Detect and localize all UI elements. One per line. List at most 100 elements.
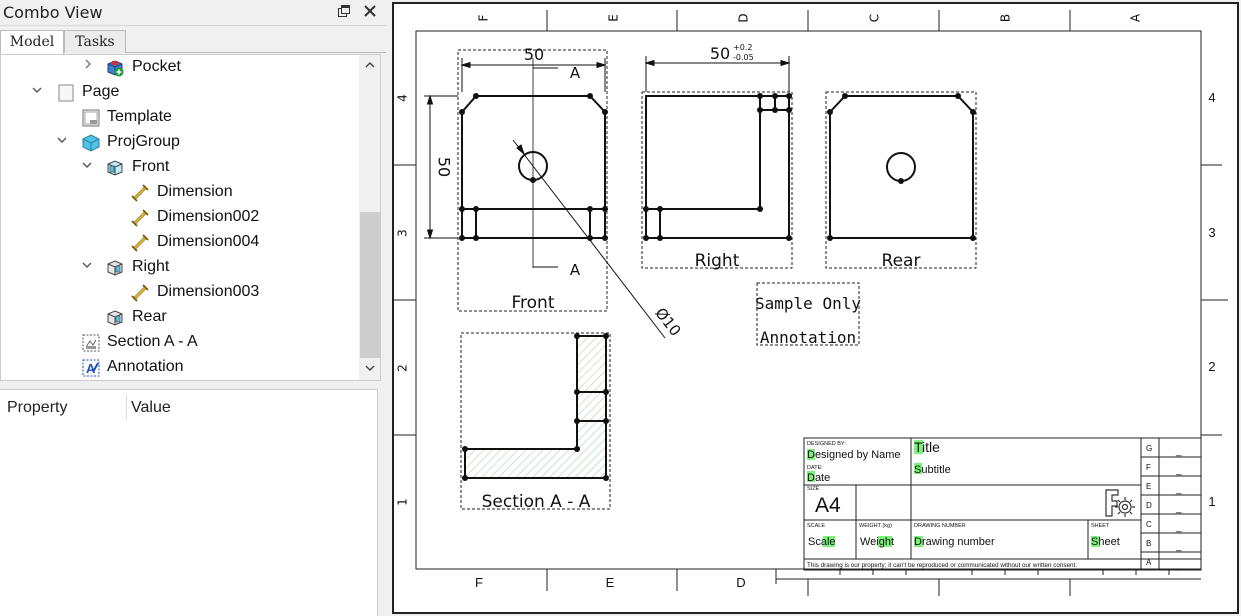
annotation-line-1: Sample Only xyxy=(755,294,861,313)
revision-value[interactable]: _ xyxy=(1175,465,1182,476)
revision-value[interactable]: _ xyxy=(1175,503,1182,514)
rear-view-geometry xyxy=(829,95,974,239)
column-markers-top xyxy=(546,10,1071,31)
drawing-page[interactable]: F E D C B A xyxy=(392,2,1239,614)
hole-diameter-dimension[interactable] xyxy=(512,139,666,339)
combo-view-panel: Combo View Model Tasks Pocket xyxy=(0,0,386,616)
tree-item-projgroup[interactable]: ProjGroup xyxy=(1,130,359,155)
chevron-down-icon[interactable] xyxy=(80,257,94,277)
rear-view-frame xyxy=(825,91,977,269)
front-width-dimension[interactable] xyxy=(460,58,607,92)
column-divider[interactable] xyxy=(126,394,127,420)
property-column-header[interactable]: Property xyxy=(7,399,68,416)
row-label: 3 xyxy=(1208,225,1215,240)
page-icon xyxy=(56,83,75,102)
front-view-vertices xyxy=(459,93,608,241)
column-label: E xyxy=(607,14,621,22)
chevron-down-icon[interactable] xyxy=(80,157,94,177)
tree-item-section-a-a[interactable]: Section A - A xyxy=(1,330,359,355)
tree-item-label: Template xyxy=(107,108,172,125)
revision-value[interactable]: _ xyxy=(1175,522,1182,533)
row-markers-left xyxy=(394,164,416,436)
close-icon[interactable] xyxy=(362,4,378,20)
revision-letter: A xyxy=(1146,558,1152,567)
title-field[interactable]: Title xyxy=(914,439,940,455)
sheet-field[interactable]: Sheet xyxy=(1091,536,1120,548)
right-view[interactable]: 50 +0.2 -0.05 Right xyxy=(641,43,793,271)
size-caption: SIZE xyxy=(807,486,820,492)
revision-letter: B xyxy=(1146,539,1151,548)
tolerance-upper: +0.2 xyxy=(733,43,752,52)
tree-scrollbar[interactable] xyxy=(359,55,380,380)
weight-field[interactable]: Weight xyxy=(860,536,894,548)
float-icon[interactable] xyxy=(336,4,352,20)
revision-value[interactable]: _ xyxy=(1175,446,1182,457)
tree-item-pocket[interactable]: Pocket xyxy=(1,55,359,80)
date-caption: DATE: xyxy=(807,465,823,471)
tree-item-label: Front xyxy=(132,158,170,175)
view-icon xyxy=(105,258,124,277)
column-label: C xyxy=(868,14,882,22)
svg-text:A: A xyxy=(86,361,96,376)
tree-item-template[interactable]: Template xyxy=(1,105,359,130)
section-icon xyxy=(81,333,100,352)
tree-item-label: Dimension004 xyxy=(157,233,260,250)
scrollbar-thumb[interactable] xyxy=(360,212,380,358)
sheet-caption: SHEET xyxy=(1091,523,1110,529)
right-width-dimension[interactable] xyxy=(644,56,791,92)
value-column-header[interactable]: Value xyxy=(131,399,171,416)
section-view[interactable]: Section A - A xyxy=(460,332,611,512)
chevron-right-icon[interactable] xyxy=(81,57,95,77)
subtitle-field[interactable]: Subtitle xyxy=(914,464,951,476)
row-label: 1 xyxy=(1208,494,1215,509)
tree-item-label: Dimension003 xyxy=(157,283,260,300)
tree-item-dimension[interactable]: Dimension xyxy=(1,180,359,205)
chevron-down-icon[interactable] xyxy=(55,132,69,152)
size-field[interactable]: A4 xyxy=(815,494,841,517)
drawing-canvas[interactable]: F E D C B A xyxy=(394,4,1237,612)
title-block[interactable]: DESIGNED BY: DATE: SIZE SCALE WEIGHT (kg… xyxy=(803,437,1202,571)
dimension-icon xyxy=(130,208,149,227)
tree-item-annotation[interactable]: A Annotation xyxy=(1,355,359,380)
revision-value[interactable]: _ xyxy=(1175,541,1182,552)
front-view-label: Front xyxy=(512,293,555,313)
tree-item-label: Page xyxy=(82,83,120,100)
row-label: 3 xyxy=(396,229,410,237)
column-label: A xyxy=(1129,13,1143,22)
revision-value[interactable]: _ xyxy=(1175,484,1182,495)
section-hatch xyxy=(465,336,606,478)
right-width-dimension-text: 50 xyxy=(710,44,730,63)
rear-view[interactable]: Rear xyxy=(825,91,977,271)
designed-by-field[interactable]: Designed by Name xyxy=(807,449,901,461)
annotation-block[interactable]: Sample Only Annotation xyxy=(755,282,861,347)
front-height-dimension-text: 50 xyxy=(435,157,454,177)
scroll-down-icon[interactable] xyxy=(359,358,380,380)
tab-model[interactable]: Model xyxy=(0,30,64,54)
date-field[interactable]: Date xyxy=(807,472,830,484)
dimension-icon xyxy=(130,233,149,252)
tree-item-label: Section A - A xyxy=(107,333,198,350)
tree-item-rear[interactable]: Rear xyxy=(1,305,359,330)
tree-item-right[interactable]: Right xyxy=(1,255,359,280)
tree-item-label: ProjGroup xyxy=(107,133,180,150)
tree-item-front[interactable]: Front xyxy=(1,155,359,180)
drawing-number-field[interactable]: Drawing number xyxy=(914,536,995,548)
row-label: 4 xyxy=(396,94,410,102)
tab-tasks[interactable]: Tasks xyxy=(64,30,126,53)
pocket-icon xyxy=(105,58,124,77)
scroll-up-icon[interactable] xyxy=(359,55,380,77)
row-label: 2 xyxy=(1208,359,1215,374)
revision-value[interactable]: _ xyxy=(1175,560,1182,571)
tree-item-dimension003[interactable]: Dimension003 xyxy=(1,280,359,305)
tree-item-page[interactable]: Page xyxy=(1,80,359,105)
front-height-dimension[interactable] xyxy=(424,94,458,240)
annotation-icon: A xyxy=(81,358,100,377)
scale-field[interactable]: Scale xyxy=(808,536,836,548)
combo-tabs: Model Tasks xyxy=(0,28,386,54)
revision-grid xyxy=(1141,456,1201,553)
drawing-number-caption: DRAWING NUMBER xyxy=(914,523,966,529)
right-view-geometry xyxy=(645,95,790,239)
chevron-down-icon[interactable] xyxy=(30,82,44,102)
tree-item-dimension004[interactable]: Dimension004 xyxy=(1,230,359,255)
tree-item-dimension002[interactable]: Dimension002 xyxy=(1,205,359,230)
